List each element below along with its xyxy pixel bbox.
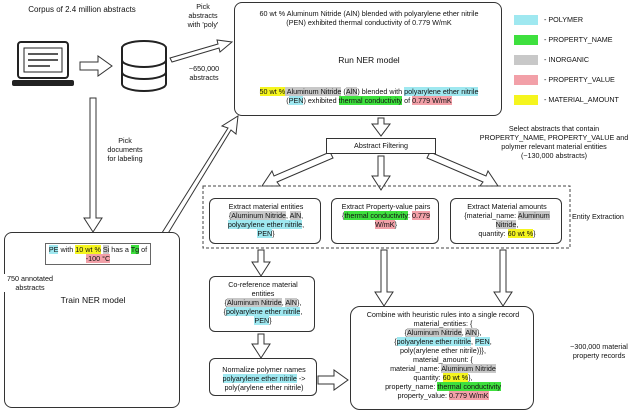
edge-count-650k: ~650,000 abstracts <box>188 64 220 82</box>
arrow-ner-to-topbox <box>159 115 239 241</box>
abstract-filtering-box: Abstract Filtering <box>326 138 436 154</box>
extract-property-value-box: Extract Property-value pairs {thermal co… <box>331 198 439 244</box>
sample-annotation: PE with 10 wt % Si has a Tg of -100 °C <box>45 243 151 265</box>
entity-extraction-region <box>202 185 571 249</box>
arrow-db-to-ner <box>83 97 103 233</box>
arrow-normalize-to-combine <box>317 369 349 391</box>
arrow-corpus-to-db <box>79 55 113 77</box>
extract-material-amounts-box: Extract Material amounts {material_name:… <box>450 198 562 244</box>
database-icon <box>121 40 167 92</box>
legend-swatch <box>514 15 538 25</box>
arrow-topbox-to-filtering <box>371 117 391 137</box>
edge-records-count: ~300,000 material property records <box>570 342 628 360</box>
entity-extraction-label: Entity Extraction <box>572 212 624 221</box>
annotated-abstract-text: 50 wt % Aluminum Nitride (AlN) blended w… <box>259 87 479 105</box>
run-ner-label: Run NER model <box>338 55 400 65</box>
arrow-pairs-to-combine <box>374 249 394 307</box>
normalize-polymer-box: Normalize polymer names polyarylene ethe… <box>209 358 317 396</box>
arrow-entities-to-coref <box>251 249 271 277</box>
arrow-db-to-topbox <box>169 39 234 63</box>
legend-swatch <box>514 35 538 45</box>
ner-run-box: 60 wt % Aluminum Nitride (AlN) blended w… <box>234 2 502 116</box>
arrow-filtering-to-entities <box>261 151 334 187</box>
legend-swatch <box>514 55 538 65</box>
arrow-filtering-to-pairs <box>371 155 391 191</box>
arrow-amounts-to-combine <box>493 249 513 307</box>
legend-swatch <box>514 95 538 105</box>
coreference-box: Co-reference material entities {Aluminum… <box>209 276 315 332</box>
corpus-title: Corpus of 2.4 million abstracts <box>28 5 136 14</box>
edge-annotated-abstracts: 750 annotated abstracts <box>2 274 58 292</box>
raw-abstract-text: 60 wt % Aluminum Nitride (AlN) blended w… <box>259 9 479 27</box>
computer-icon <box>12 41 74 86</box>
combine-record-box: Combine with heuristic rules into a sing… <box>350 306 534 410</box>
arrow-coref-to-normalize <box>251 333 271 359</box>
edge-pick-poly: Pick abstracts with 'poly' <box>187 2 219 29</box>
train-ner-label: Train NER model <box>60 295 126 305</box>
legend-swatch <box>514 75 538 85</box>
edge-pick-docs: Pick documents for labeling <box>107 136 143 163</box>
extract-material-entities-box: Extract material entities {Aluminum Nitr… <box>209 198 321 244</box>
edge-select-abstracts: Select abstracts that contain PROPERTY_N… <box>479 124 629 160</box>
ner-training-box: PE with 10 wt % Si has a Tg of -100 °C T… <box>4 232 180 408</box>
